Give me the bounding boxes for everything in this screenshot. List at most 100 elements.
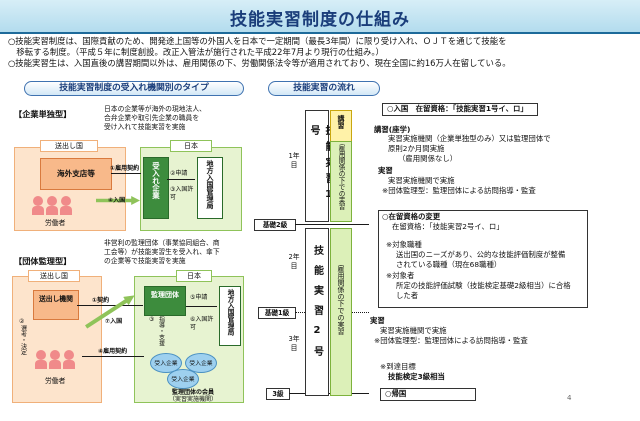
entry-step: ○入国 在留資格：「技能実習1号イ、ロ」 <box>382 103 538 116</box>
org-worker-label: 労働者 <box>45 377 66 385</box>
org-immigration-bureau-box: 地方入国管理局 <box>219 286 241 346</box>
org-assist-label: 指導・支援 <box>157 316 165 346</box>
member-firm-1: 受入企業 <box>150 353 182 373</box>
practice-2-desc-2: ※団体監理型：監理団体による訪問指導・監査 <box>374 336 528 345</box>
org-sending-country-label: 送出し国 <box>28 270 80 282</box>
org-worker-icon-group <box>35 350 82 370</box>
org-employ-label: ④雇用契約 <box>98 348 128 355</box>
practice-2-desc-1: 実習実施機関で実施 <box>380 326 447 335</box>
immigration-bureau-label: 地方入国管理局 <box>206 160 214 209</box>
title-bar <box>0 0 640 34</box>
accepting-company-box: 受入れ企業 <box>143 157 169 219</box>
page-title: 技能実習制度の仕組み <box>230 10 410 30</box>
corp-worker-label: 労働者 <box>45 219 66 227</box>
person-body <box>32 206 44 215</box>
person-body <box>35 360 47 369</box>
apply-arrow <box>167 179 195 180</box>
person-icon <box>64 350 74 360</box>
lecture-desc-2: 原則2か月間実施 <box>388 144 445 153</box>
member-firm-1-label: 受入企業 <box>154 361 178 367</box>
return-step: ○帰国 <box>380 388 476 401</box>
member-firm-2: 受入企業 <box>185 353 217 373</box>
year-3-label: 3年目 <box>288 335 300 352</box>
phase-1-column: 技能実習1号 <box>305 110 334 222</box>
person-icon <box>50 350 60 360</box>
lecture-title: 講習(座学) <box>374 125 411 134</box>
corp-sending-country-label: 送出し国 <box>40 140 98 152</box>
grade-basic-2: 基礎2級 <box>254 219 296 231</box>
year-2-label: 2年目 <box>288 253 300 270</box>
person-icon <box>33 196 43 206</box>
left-section-heading: 技能実習制度の受入れ機関別のタイプ <box>24 81 244 96</box>
org-employ-arrow <box>82 356 144 357</box>
org-recruit-label: 選考・決定 <box>19 325 27 355</box>
employ-1-column: 雇用関係の下での実習 <box>330 141 352 222</box>
org-apply-arrow <box>186 306 217 307</box>
req-person-desc-1: 所定の技能評価試験（技能検定基礎2級相当）に合格 <box>396 281 571 290</box>
org-type-label: 【団体監理型】 <box>14 256 72 266</box>
accepting-company-label: 受入れ企業 <box>151 162 161 199</box>
worker-icon-group <box>32 196 79 216</box>
grade-3: 3級 <box>266 388 290 400</box>
lecture-label: 講習 <box>337 115 345 129</box>
phase-2-label: 技能実習2号 <box>311 245 323 366</box>
goal-title: ※到達目標 <box>380 362 416 371</box>
person-body <box>49 360 61 369</box>
status-change-box <box>378 210 588 308</box>
org-entry-label: ⑦入国 <box>105 318 123 325</box>
person-icon <box>36 350 46 360</box>
person-body <box>46 206 58 215</box>
req-person-desc-2: した者 <box>396 291 419 300</box>
practice-2-title: 実習 <box>370 316 385 325</box>
phase-1-label: 技能実習1号 <box>308 125 334 206</box>
org-desc-3: の企業等で技能実習を実施 <box>104 257 186 265</box>
org-contract-label: ①契約 <box>92 297 110 304</box>
members-label-2: （実習実施機関） <box>168 396 217 403</box>
corp-type-label: 【企業単独型】 <box>14 109 72 119</box>
sending-agency-label: 送出し機関 <box>39 295 73 303</box>
req-job-title: ※対象職種 <box>386 240 422 249</box>
org-japan-label: 日本 <box>176 270 212 282</box>
supervisory-org-box: 監理団体 <box>144 286 186 316</box>
org-desc-2: 工会等）が技能実習生を受入れ、傘下 <box>104 248 220 256</box>
member-firm-3: 受入企業 <box>167 369 199 389</box>
immigration-bureau-box: 地方入国管理局 <box>197 157 223 219</box>
corp-desc-2: 合弁企業や取引先企業の職員を <box>104 114 200 122</box>
org-desc-1: 非営利の監理団体（事業協同組合、商 <box>104 239 220 247</box>
overseas-branch-box: 海外支店等 <box>40 158 112 190</box>
org-assist-num: ③ <box>149 316 155 323</box>
member-firm-2-label: 受入企業 <box>189 361 213 367</box>
corp-employ-label: ①雇用契約 <box>110 165 140 172</box>
corp-japan-label: 日本 <box>170 140 212 152</box>
intro-line-3: ○技能実習生は、入国直後の講習期間以外は、雇用関係の下、労働関係法令等が適用され… <box>8 58 511 68</box>
page-number: 4 <box>567 394 572 402</box>
employ-2-column: 雇用関係の下での実習 <box>330 228 352 396</box>
status-change-title: ○在留資格の変更 <box>382 212 441 221</box>
entry-arrow <box>96 196 140 205</box>
practice-1-desc-1: 実習実施機関で実施 <box>388 176 455 185</box>
req-job-desc-1: 送出国のニーズがあり、公的な技能評価制度が整備 <box>396 250 566 259</box>
employ-contract-arrow <box>111 173 141 174</box>
grade-basic-1: 基礎1級 <box>258 307 296 319</box>
lecture-desc-3: （雇用関係なし） <box>398 154 458 163</box>
members-label-1: 監理団体の会員 <box>171 389 214 396</box>
practice-1-desc-2: ※団体監理型：監理団体による訪問指導・監査 <box>382 186 536 195</box>
intro-line-2: 移転する制度。（平成５年に制度創設。改正入管法が施行された平成22年7月より現行… <box>8 47 384 57</box>
practice-1-title: 実習 <box>378 166 393 175</box>
corp-apply-label: ②申請 <box>170 170 188 177</box>
corp-desc-1: 日本の企業等が海外の現地法人、 <box>104 105 206 113</box>
lecture-desc-1: 実習実施機関（企業単独型のみ）又は監理団体で <box>388 134 551 143</box>
org-permit-label: ⑥入国許可 <box>190 316 214 331</box>
person-body <box>60 206 72 215</box>
org-recruit-num: ② <box>19 318 25 325</box>
grade-b2-line <box>295 224 369 225</box>
status-change-desc: 在留資格：「技能実習2号イ、ロ」 <box>392 222 504 231</box>
org-contract-arrow <box>77 305 143 306</box>
overseas-branch-label: 海外支店等 <box>57 169 95 178</box>
phase-2-column: 技能実習2号 <box>305 228 329 396</box>
supervisory-org-label: 監理団体 <box>151 291 179 299</box>
corp-permit-label: ③入国許可 <box>170 186 194 201</box>
right-section-heading: 技能実習の流れ <box>268 81 380 96</box>
org-immigration-bureau-label: 地方入国管理局 <box>226 289 234 336</box>
